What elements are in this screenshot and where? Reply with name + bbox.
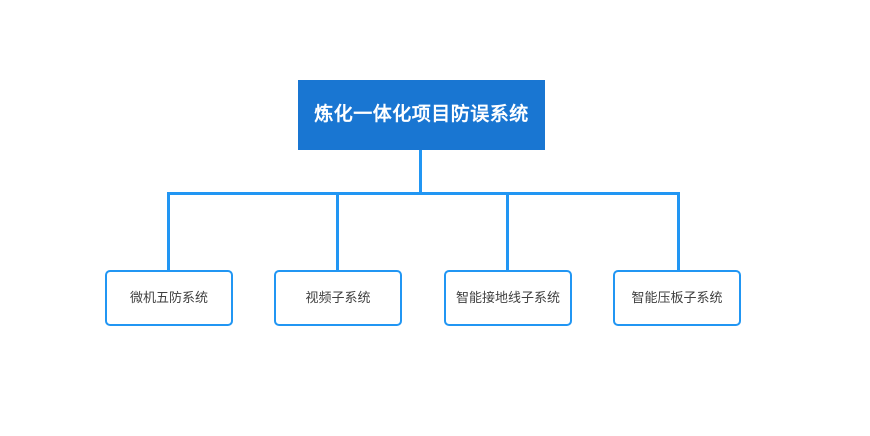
child-node-1[interactable]: 微机五防系统 [105, 270, 233, 326]
child-node-2[interactable]: 视频子系统 [274, 270, 402, 326]
child-node-4-label: 智能压板子系统 [631, 290, 723, 306]
connector-drop-4 [677, 192, 680, 270]
child-node-3[interactable]: 智能接地线子系统 [444, 270, 572, 326]
connector-drop-3 [506, 192, 509, 270]
child-node-1-label: 微机五防系统 [129, 290, 208, 306]
connector-drop-2 [336, 192, 339, 270]
connector-drop-1 [167, 192, 170, 270]
connector-root-stem [419, 150, 422, 194]
root-node[interactable]: 炼化一体化项目防误系统 [298, 80, 545, 150]
connector-horizontal-bus [167, 192, 680, 195]
child-node-3-label: 智能接地线子系统 [455, 290, 560, 306]
child-node-4[interactable]: 智能压板子系统 [613, 270, 741, 326]
child-node-2-label: 视频子系统 [305, 290, 371, 306]
root-node-label: 炼化一体化项目防误系统 [314, 103, 529, 125]
